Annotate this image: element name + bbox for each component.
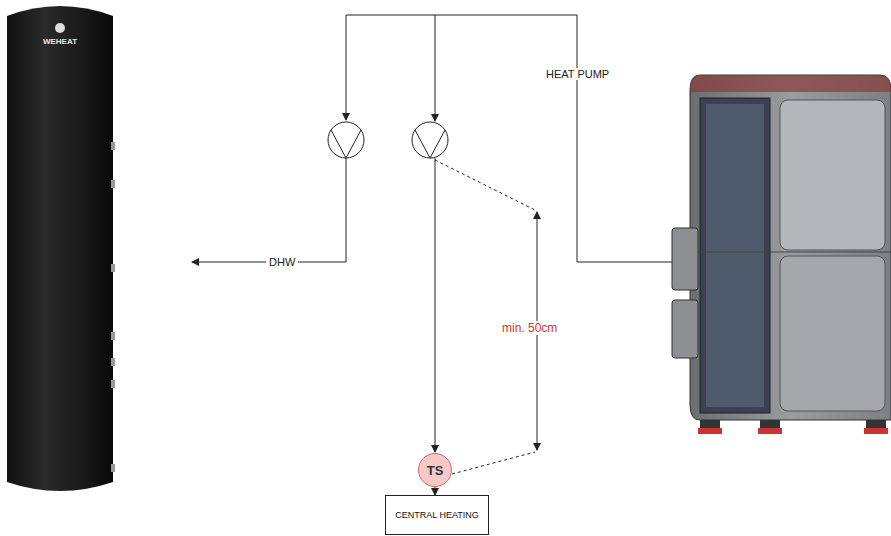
node-text: TS bbox=[427, 463, 444, 478]
pump-symbol bbox=[412, 122, 448, 158]
pump-symbol bbox=[328, 122, 364, 158]
pipe-label: DHW bbox=[266, 256, 298, 268]
temperature-sensor: TS bbox=[418, 453, 452, 487]
central-heating-box: CENTRAL HEATING bbox=[385, 495, 489, 535]
dimension-label: min. 50cm bbox=[499, 321, 560, 335]
pipe-label: HEAT PUMP bbox=[543, 68, 612, 80]
heat-pump-unit bbox=[672, 75, 891, 434]
node-text: CENTRAL HEATING bbox=[395, 510, 479, 520]
storage-tank: WEHEAT bbox=[5, 2, 115, 496]
brand-logo: WEHEAT bbox=[5, 37, 115, 46]
flow-connector bbox=[435, 487, 436, 495]
